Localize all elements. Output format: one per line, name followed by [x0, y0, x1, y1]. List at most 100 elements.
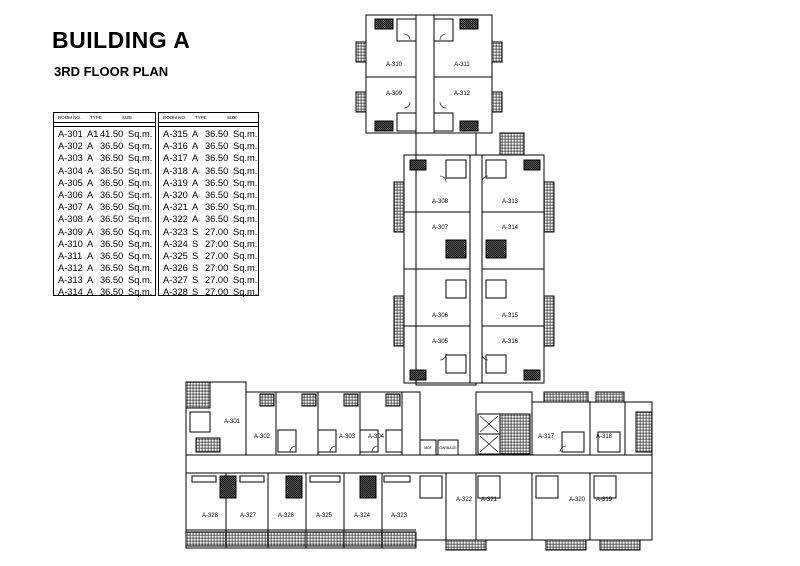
schedule-row: A-305 A 36.50 Sq.m. — [54, 178, 155, 190]
room-label-a304: A-304 — [368, 434, 385, 440]
room-label-a306: A-306 — [432, 313, 449, 319]
size-unit: Sq.m. — [128, 250, 153, 261]
size-unit: Sq.m. — [128, 177, 153, 188]
schedule-header: ROOM NO. TYPE SIZE — [54, 113, 155, 123]
size-unit: Sq.m. — [128, 202, 153, 213]
room-label-a305: A-305 — [432, 339, 449, 345]
room-type: A — [87, 202, 94, 213]
room-size: 41.50 — [100, 129, 124, 139]
header-type: TYPE — [90, 115, 102, 120]
room-size: 36.50 — [100, 238, 124, 249]
room-label-a325: A-325 — [316, 513, 333, 519]
room-type: S — [192, 287, 199, 298]
size-unit: Sq.m. — [233, 263, 258, 274]
size-unit: Sq.m. — [128, 238, 153, 249]
room-number: A-325 — [163, 250, 188, 261]
size-unit: Sq.m. — [233, 153, 258, 164]
room-number: A-327 — [163, 275, 188, 286]
room-label-a327: A-327 — [240, 513, 257, 519]
size-unit: Sq.m. — [233, 141, 258, 152]
room-label-a326: A-326 — [278, 513, 295, 519]
room-size: 36.50 — [100, 250, 124, 261]
size-unit: Sq.m. — [233, 250, 258, 261]
schedule-row: A-313 A 36.50 Sq.m. — [54, 275, 155, 287]
room-label-a322: A-322 — [456, 497, 473, 503]
room-label-a319: A-319 — [596, 497, 613, 503]
room-type: A — [192, 153, 199, 164]
room-label-a310: A-310 — [386, 62, 403, 68]
room-number: A-322 — [163, 214, 188, 225]
room-number: A-311 — [58, 250, 83, 261]
room-size: 36.50 — [100, 287, 124, 298]
size-unit: Sq.m. — [128, 287, 153, 298]
size-unit: Sq.m. — [233, 226, 258, 237]
room-label-a312: A-312 — [454, 91, 471, 97]
room-number: A-309 — [58, 226, 83, 237]
room-number: A-320 — [163, 189, 188, 200]
service-label-mdf: MDF — [424, 446, 432, 450]
page-subtitle: 3RD FLOOR PLAN — [54, 64, 169, 79]
size-unit: Sq.m. — [128, 263, 153, 274]
room-number: A-302 — [58, 141, 83, 152]
page-title: BUILDING A — [52, 27, 191, 53]
room-size: 36.50 — [205, 189, 229, 200]
header-room-no: ROOM NO. — [163, 115, 187, 120]
size-unit: Sq.m. — [128, 214, 153, 225]
room-size: 36.50 — [100, 165, 124, 176]
room-type: A — [87, 141, 94, 152]
room-type: A — [87, 275, 94, 286]
room-label-a317: A-317 — [538, 434, 555, 440]
size-unit: Sq.m. — [233, 238, 258, 249]
size-unit: Sq.m. — [128, 275, 153, 286]
room-type: A — [87, 263, 94, 274]
room-type: A — [87, 165, 94, 176]
room-size: 27.00 — [205, 263, 229, 274]
room-number: A-321 — [163, 202, 188, 213]
room-number: A-324 — [163, 238, 188, 249]
room-size: 36.50 — [100, 275, 124, 286]
header-size: SIZE — [227, 115, 238, 120]
room-size: 27.00 — [205, 287, 229, 298]
room-number: A-315 — [163, 129, 188, 139]
room-type: S — [192, 238, 199, 249]
header-type: TYPE — [195, 115, 207, 120]
room-number: A-314 — [58, 287, 83, 298]
room-type: A — [87, 177, 94, 188]
room-number: A-313 — [58, 275, 83, 286]
central-tower — [393, 132, 555, 386]
size-unit: Sq.m. — [128, 141, 153, 152]
room-size: 36.50 — [100, 153, 124, 164]
room-label-a315: A-315 — [502, 313, 519, 319]
room-size: 36.50 — [205, 141, 229, 152]
room-size: 36.50 — [205, 129, 229, 139]
size-unit: Sq.m. — [233, 177, 258, 188]
room-size: 36.50 — [100, 177, 124, 188]
bottom-wing — [185, 381, 653, 551]
room-label-a320: A-320 — [569, 497, 586, 503]
size-unit: Sq.m. — [233, 275, 258, 286]
size-unit: Sq.m. — [233, 214, 258, 225]
room-size: 27.00 — [205, 226, 229, 237]
room-size: 36.50 — [205, 153, 229, 164]
room-number: A-305 — [58, 177, 83, 188]
room-type: S — [192, 226, 199, 237]
room-number: A-304 — [58, 165, 83, 176]
room-label-a309: A-309 — [386, 91, 403, 97]
